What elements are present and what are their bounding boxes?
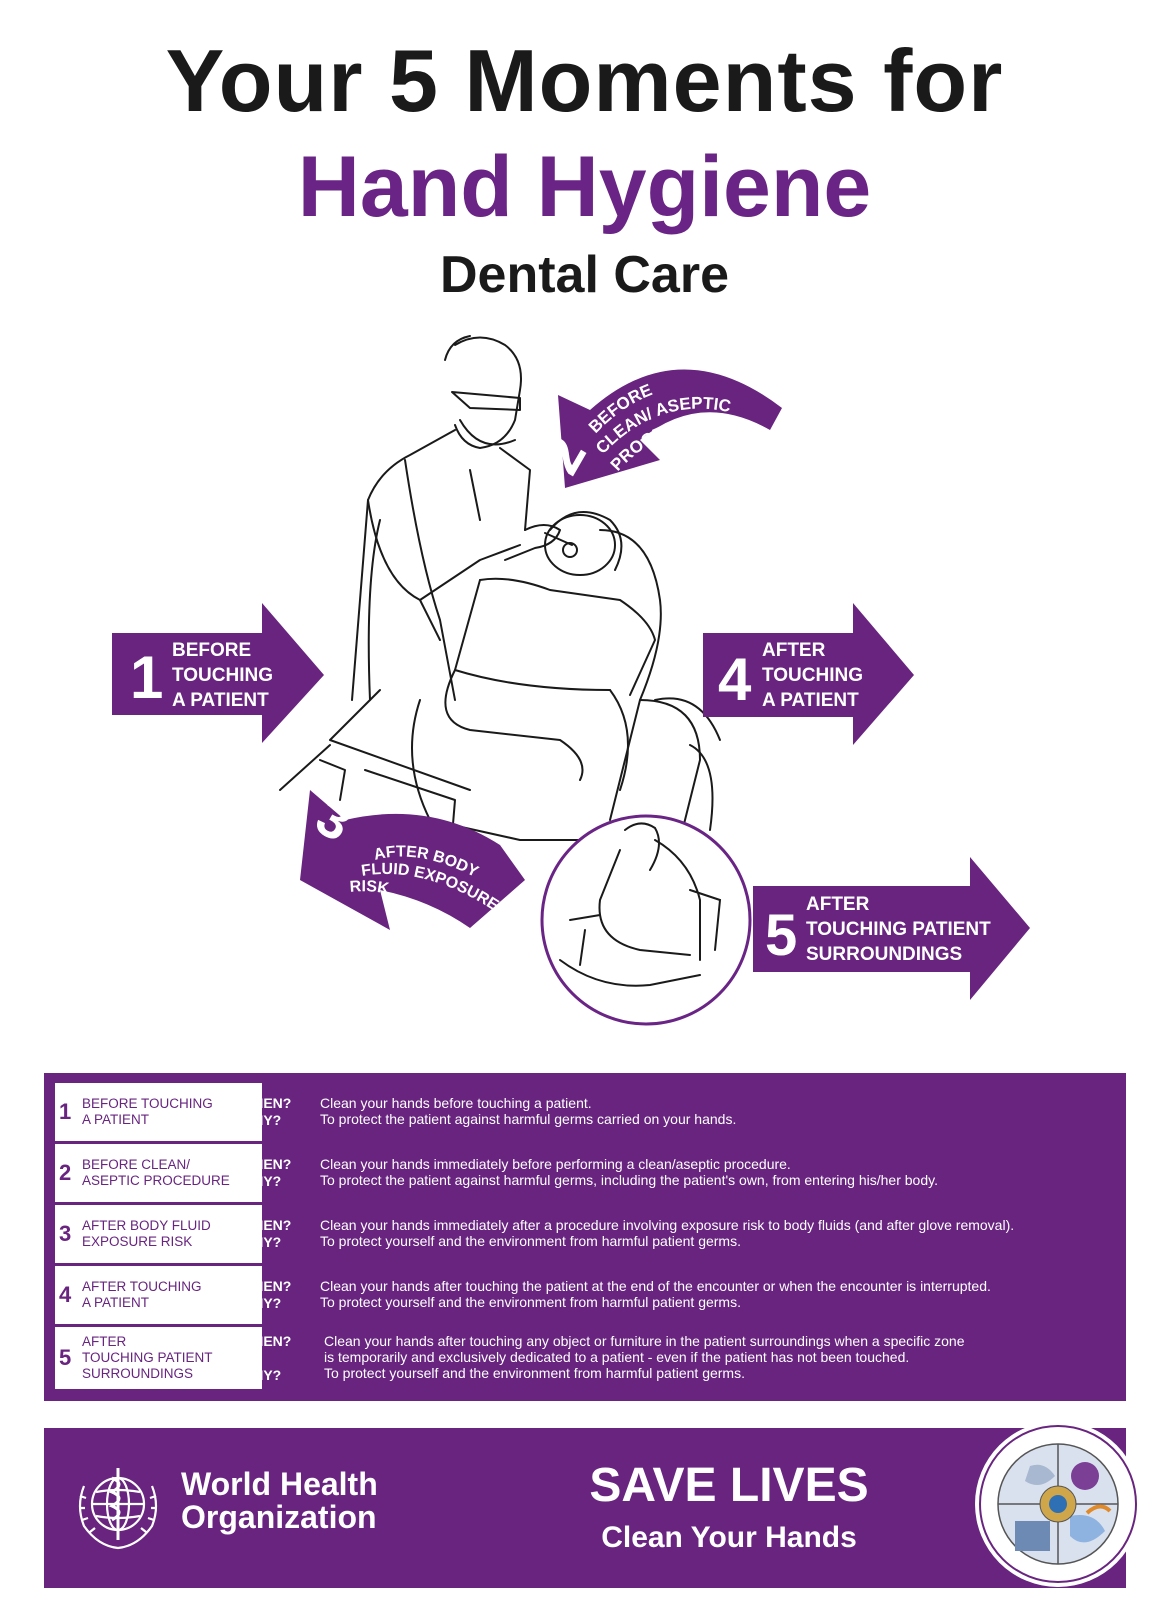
moment-label-line: TOUCHING PATIENT bbox=[82, 1350, 213, 1365]
when-label: WHEN? bbox=[240, 1278, 292, 1294]
why-label: WHY? bbox=[240, 1112, 282, 1128]
who-name-line2: Organization bbox=[181, 1499, 377, 1535]
moment-2-arrow: 2 BEFORE CLEAN/ ASEPTIC PROCEDURE bbox=[528, 369, 782, 488]
moment-description: Clean your hands immediately before perf… bbox=[320, 1156, 938, 1188]
when-text: Clean your hands after touching the pati… bbox=[320, 1278, 991, 1294]
moment-5-arrow-line1: AFTER bbox=[806, 894, 870, 915]
when-label: WHEN? bbox=[240, 1095, 292, 1111]
why-text: To protect yourself and the environment … bbox=[320, 1294, 741, 1310]
dental-care-illustration: 1 BEFORE TOUCHING A PATIENT 4 AFTER TOUC… bbox=[112, 335, 1030, 1026]
moment-row-5: 5 AFTER TOUCHING PATIENT SURROUNDINGS WH… bbox=[45, 1327, 1127, 1389]
moment-number: 2 bbox=[59, 1160, 72, 1185]
moment-label-line: AFTER BODY FLUID bbox=[82, 1218, 211, 1233]
moment-row-3: 3 AFTER BODY FLUID EXPOSURE RISK WHEN? W… bbox=[45, 1205, 1127, 1263]
directorate-seal-icon bbox=[975, 1421, 1141, 1587]
moment-label-line: AFTER bbox=[82, 1334, 127, 1349]
moment-1-arrow-line2: TOUCHING bbox=[172, 665, 273, 686]
title-line-2: Hand Hygiene bbox=[297, 139, 872, 235]
who-name-line1: World Health bbox=[181, 1466, 378, 1502]
moment-5-arrow-line3: SURROUNDINGS bbox=[806, 944, 962, 965]
moment-row-4: 4 AFTER TOUCHING A PATIENT WHEN? WHY? Cl… bbox=[45, 1266, 1127, 1324]
moment-label-line: ASEPTIC PROCEDURE bbox=[82, 1173, 230, 1188]
why-label: WHY? bbox=[240, 1295, 282, 1311]
dentist-patient-drawing bbox=[279, 335, 721, 861]
title-line-1: Your 5 Moments for bbox=[165, 31, 1004, 130]
moment-1-arrow-line3: A PATIENT bbox=[172, 690, 269, 711]
moment-label-line: AFTER TOUCHING bbox=[82, 1279, 202, 1294]
when-text: Clean your hands immediately after a pro… bbox=[320, 1217, 1015, 1233]
moment-5-arrow: 5 AFTER TOUCHING PATIENT SURROUNDINGS bbox=[753, 857, 1030, 1000]
moment-label-line: SURROUNDINGS bbox=[82, 1366, 194, 1381]
when-text: Clean your hands before touching a patie… bbox=[320, 1095, 592, 1111]
moment-number: 3 bbox=[59, 1221, 72, 1246]
why-text: To protect the patient against harmful g… bbox=[320, 1172, 938, 1188]
moment-4-arrow-number: 4 bbox=[718, 646, 752, 713]
moment-description: Clean your hands after touching any obje… bbox=[324, 1333, 965, 1381]
moment-4-arrow: 4 AFTER TOUCHING A PATIENT bbox=[703, 603, 914, 745]
moment-row-2: 2 BEFORE CLEAN/ ASEPTIC PROCEDURE WHEN? … bbox=[45, 1144, 1127, 1202]
moment-description: Clean your hands before touching a patie… bbox=[320, 1095, 736, 1127]
why-text: To protect yourself and the environment … bbox=[324, 1365, 745, 1381]
moment-1-arrow: 1 BEFORE TOUCHING A PATIENT bbox=[112, 603, 324, 743]
who-name: World Health Organization bbox=[181, 1468, 378, 1534]
moment-label: AFTER BODY FLUID EXPOSURE RISK bbox=[82, 1218, 211, 1250]
when-text: Clean your hands after touching any obje… bbox=[324, 1333, 965, 1349]
when-label: WHEN? bbox=[240, 1333, 292, 1349]
subtitle: Dental Care bbox=[440, 246, 729, 304]
when-text: is temporarily and exclusively dedicated… bbox=[324, 1349, 910, 1365]
moment-row-1: 1 BEFORE TOUCHING A PATIENT WHEN? WHY? C… bbox=[45, 1083, 1127, 1141]
patient-surroundings-circle bbox=[540, 814, 752, 1026]
moments-table: 1 BEFORE TOUCHING A PATIENT WHEN? WHY? C… bbox=[44, 1073, 1126, 1401]
moment-label-box: 4 AFTER TOUCHING A PATIENT bbox=[55, 1266, 262, 1324]
moment-4-arrow-line2: TOUCHING bbox=[762, 665, 863, 686]
who-emblem-icon bbox=[78, 1468, 158, 1550]
moment-label-box: 1 BEFORE TOUCHING A PATIENT bbox=[55, 1083, 262, 1141]
moment-label-box: 5 AFTER TOUCHING PATIENT SURROUNDINGS bbox=[55, 1327, 262, 1389]
moment-5-arrow-number: 5 bbox=[765, 903, 797, 968]
why-label: WHY? bbox=[240, 1234, 282, 1250]
clean-your-hands-tagline: Clean Your Hands bbox=[601, 1521, 857, 1554]
moment-number: 5 bbox=[59, 1345, 72, 1370]
moment-4-arrow-line3: A PATIENT bbox=[762, 690, 859, 711]
svg-text:RISK: RISK bbox=[349, 878, 390, 898]
moment-label-line: A PATIENT bbox=[82, 1295, 150, 1310]
moment-4-arrow-line1: AFTER bbox=[762, 640, 826, 661]
when-label: WHEN? bbox=[240, 1156, 292, 1172]
moment-description: Clean your hands immediately after a pro… bbox=[320, 1217, 1014, 1249]
why-text: To protect the patient against harmful g… bbox=[320, 1111, 737, 1127]
footer-banner: World Health Organization SAVE LIVES Cle… bbox=[44, 1428, 1126, 1588]
moment-label-line: EXPOSURE RISK bbox=[82, 1234, 193, 1249]
why-label: WHY? bbox=[240, 1367, 282, 1383]
moment-label-box: 2 BEFORE CLEAN/ ASEPTIC PROCEDURE bbox=[55, 1144, 262, 1202]
moment-label-line: BEFORE TOUCHING bbox=[82, 1096, 213, 1111]
moment-5-arrow-line2: TOUCHING PATIENT bbox=[806, 919, 991, 940]
moment-1-arrow-number: 1 bbox=[130, 644, 163, 711]
moment-label: AFTER TOUCHING PATIENT SURROUNDINGS bbox=[82, 1334, 213, 1382]
moment-number: 4 bbox=[59, 1282, 72, 1307]
moment-description: Clean your hands after touching the pati… bbox=[320, 1278, 991, 1310]
save-lives-slogan: SAVE LIVES bbox=[589, 1459, 869, 1512]
moment-number: 1 bbox=[59, 1099, 72, 1124]
when-text: Clean your hands immediately before perf… bbox=[320, 1156, 791, 1172]
moment-label-line: A PATIENT bbox=[82, 1112, 150, 1127]
moment-label: BEFORE CLEAN/ ASEPTIC PROCEDURE bbox=[82, 1157, 230, 1189]
why-text: To protect yourself and the environment … bbox=[320, 1233, 741, 1249]
moment-3-arrow: 3 AFTER BODY FLUID EXPOSURE RISK bbox=[300, 786, 525, 930]
why-label: WHY? bbox=[240, 1173, 282, 1189]
moment-label: BEFORE TOUCHING A PATIENT bbox=[82, 1096, 213, 1128]
moment-label-box: 3 AFTER BODY FLUID EXPOSURE RISK bbox=[55, 1205, 262, 1263]
moment-label-line: BEFORE CLEAN/ bbox=[82, 1157, 191, 1172]
moment-3-arrow-line3: RISK bbox=[349, 878, 390, 898]
moment-1-arrow-line1: BEFORE bbox=[172, 640, 251, 661]
moment-label: AFTER TOUCHING A PATIENT bbox=[82, 1279, 202, 1311]
when-label: WHEN? bbox=[240, 1217, 292, 1233]
